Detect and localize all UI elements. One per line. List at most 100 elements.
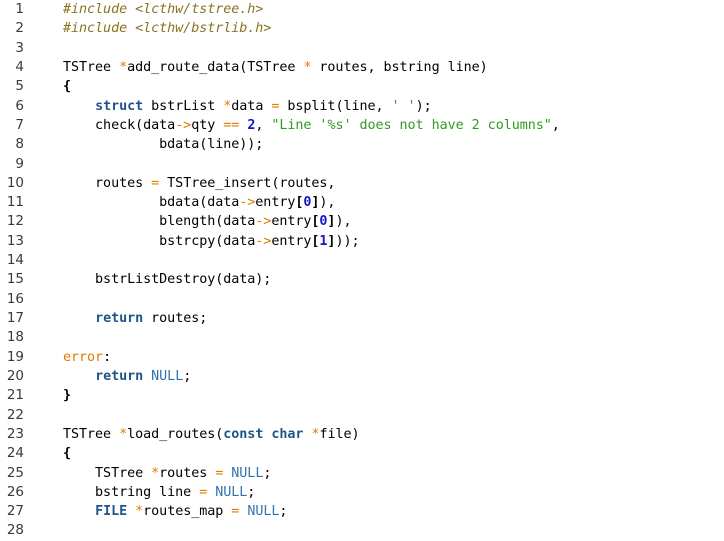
code-line: 3 [0, 39, 724, 58]
code-token-operator: -> [255, 233, 272, 249]
code-token-number: 1 [319, 233, 328, 249]
code-token-plain: )); [335, 233, 360, 249]
code-token-operator: = [271, 98, 280, 114]
line-number: 16 [6, 290, 24, 307]
code-token-plain: ), [319, 195, 336, 211]
code-token-plain: ; [279, 504, 288, 520]
code-token-operator: * [151, 465, 160, 481]
code-line: 27 FILE *routes_map = NULL; [0, 502, 724, 521]
code-token-label: error [63, 349, 104, 365]
line-code [24, 155, 71, 174]
line-code: TSTree *routes = NULL; [24, 464, 271, 483]
code-token-number: 0 [303, 195, 312, 211]
code-token-plain [63, 99, 95, 114]
code-token-punct: [ [311, 214, 320, 230]
code-token-plain: bsplit(line, [279, 98, 392, 114]
code-line: 9 [0, 155, 724, 174]
code-token-plain: bstrListDestroy(data); [63, 272, 272, 288]
line-number: 7 [15, 116, 24, 133]
code-token-plain: entry [271, 214, 312, 230]
line-number: 9 [15, 155, 24, 172]
code-line: 1 #include <lcthw/tstree.h> [0, 0, 724, 19]
code-line: 12 blength(data->entry[0]), [0, 212, 724, 231]
code-token-operator: -> [239, 195, 256, 211]
code-token-plain: bdata(data [63, 195, 240, 211]
code-token-plain: TSTree [63, 59, 120, 75]
line-number: 1 [15, 1, 24, 17]
code-line: 22 [0, 406, 724, 425]
code-token-plain [63, 311, 95, 326]
code-line: 8 bdata(line)); [0, 135, 724, 154]
line-number: 11 [6, 194, 24, 211]
code-line: 10 routes = TSTree_insert(routes, [0, 174, 724, 193]
code-token-string: "Line '%s' does not have 2 columns" [271, 117, 552, 133]
code-token-plain [143, 369, 151, 384]
code-token-type: char [271, 426, 304, 442]
line-code [24, 328, 71, 347]
code-token-operator: * [119, 426, 128, 442]
line-number: 21 [6, 387, 24, 404]
line-number: 10 [6, 174, 24, 191]
code-line: 28 [0, 521, 724, 540]
line-number: 17 [6, 310, 24, 326]
code-line: 20 return NULL; [0, 367, 724, 386]
line-code: } [24, 386, 71, 405]
code-token-const: NULL [215, 484, 248, 500]
code-line: 7 check(data->qty == 2, "Line '%s' does … [0, 116, 724, 135]
code-line: 18 [0, 328, 724, 347]
line-code: FILE *routes_map = NULL; [24, 502, 287, 521]
line-code: struct bstrList *data = bsplit(line, ' '… [24, 97, 432, 116]
code-line: 13 bstrcpy(data->entry[1])); [0, 232, 724, 251]
line-code: #include <lcthw/tstree.h> [24, 0, 263, 19]
code-token-operator: * [135, 504, 144, 520]
line-number: 28 [6, 522, 24, 539]
line-code: { [24, 77, 71, 96]
line-code [24, 251, 71, 270]
code-token-keyword: return [95, 368, 144, 384]
code-line: 5{ [0, 77, 724, 96]
code-token-plain: TSTree [63, 465, 152, 481]
code-token-plain: bstring line [63, 484, 200, 500]
code-token-punct: ] [327, 233, 336, 249]
line-code: bstrListDestroy(data); [24, 270, 271, 289]
line-number: 8 [15, 136, 24, 153]
code-token-operator: * [223, 98, 232, 114]
code-token-plain: : [103, 349, 112, 365]
line-code: return NULL; [24, 367, 191, 386]
code-token-plain: , [255, 117, 272, 133]
line-number: 6 [15, 97, 24, 114]
line-number: 14 [6, 252, 24, 269]
code-token-plain: data [231, 98, 272, 114]
code-line: 24{ [0, 444, 724, 463]
code-token-comment: #include <lcthw/tstree.h> [63, 2, 264, 17]
code-token-plain: routes, bstring line) [311, 59, 488, 75]
line-number: 18 [6, 329, 24, 346]
line-code: TSTree *load_routes(const char *file) [24, 425, 360, 444]
code-token-plain: ); [415, 98, 432, 114]
code-token-plain: ; [183, 368, 192, 384]
code-token-plain: qty [191, 117, 224, 133]
code-line: 17 return routes; [0, 309, 724, 328]
line-code: #include <lcthw/bstrlib.h> [24, 19, 271, 38]
code-token-plain [127, 504, 135, 519]
line-number: 12 [6, 213, 24, 230]
code-token-plain: bstrList [143, 98, 224, 114]
code-token-keyword: const [223, 426, 264, 442]
line-number: 27 [6, 503, 24, 520]
code-token-keyword: return [95, 311, 144, 326]
code-token-operator: = [215, 465, 224, 481]
code-token-operator: -> [175, 117, 192, 133]
code-token-plain: ; [247, 484, 256, 500]
code-token-operator: = [199, 484, 208, 500]
line-number: 4 [15, 58, 24, 75]
line-code: TSTree *add_route_data(TSTree * routes, … [24, 58, 488, 77]
code-token-plain: file) [319, 426, 360, 442]
line-number: 13 [6, 232, 24, 249]
code-line: 15 bstrListDestroy(data); [0, 270, 724, 289]
code-token-punct: { [63, 79, 72, 95]
line-code: check(data->qty == 2, "Line '%s' does no… [24, 116, 560, 135]
